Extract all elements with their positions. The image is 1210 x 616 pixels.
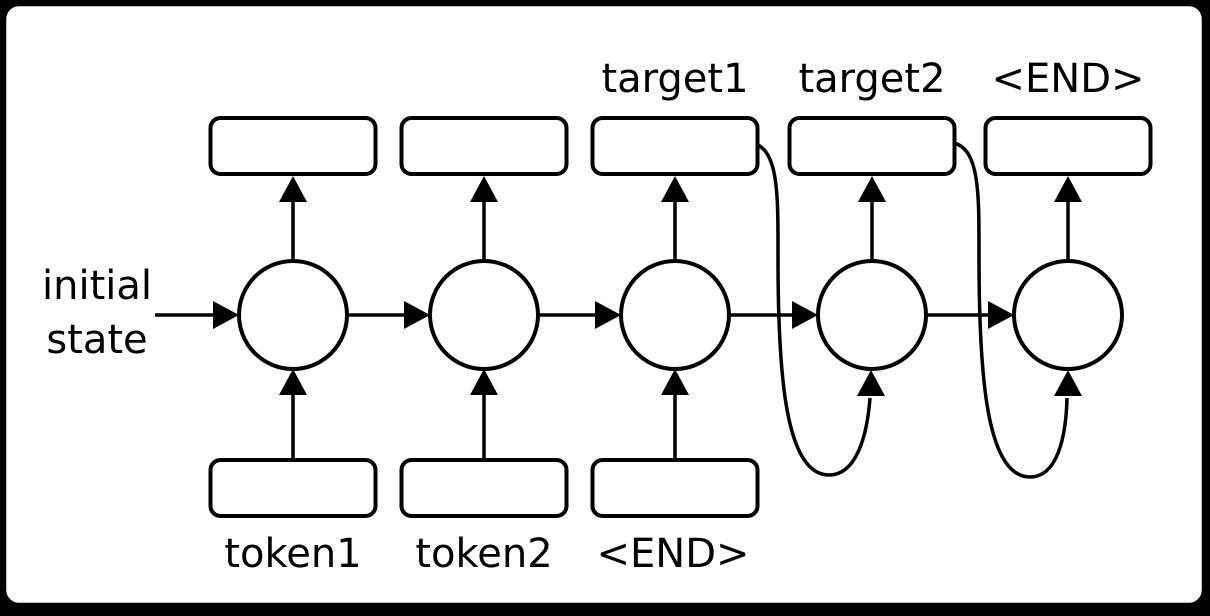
feedback-curve-output4-to-unit5 (953, 141, 1069, 479)
rnn-unit-5 (1012, 259, 1124, 371)
rnn-unit-2 (428, 259, 540, 371)
label-end-bottom: <END> (596, 531, 749, 577)
output-arrow-3-head (661, 176, 689, 202)
output-arrow-2-head (470, 176, 498, 202)
initial-state-label-line2: state (46, 317, 147, 363)
output-arrow-1-head (279, 176, 307, 202)
output-box-2 (399, 116, 569, 176)
rnn-unit-1 (237, 259, 349, 371)
label-token2: token2 (415, 531, 552, 577)
output-box-4 (787, 116, 957, 176)
output-box-3 (590, 116, 760, 176)
input-arrow-3-head (661, 369, 689, 395)
state-arrow-4-5-head (988, 301, 1014, 329)
rnn-unit-3 (619, 259, 731, 371)
label-target2: target2 (798, 56, 945, 102)
input-box-2 (399, 458, 569, 518)
feedback-arrowhead-unit4 (857, 370, 885, 396)
input-box-3 (590, 458, 760, 518)
state-arrow-2-3-head (595, 301, 621, 329)
rnn-unit-4 (816, 259, 928, 371)
input-arrow-1-head (279, 369, 307, 395)
initial-state-arrowhead (213, 301, 239, 329)
output-arrow-4-head (858, 176, 886, 202)
feedback-arrowhead-unit5 (1054, 370, 1082, 396)
state-arrow-3-4-head (792, 301, 818, 329)
label-target1: target1 (601, 56, 748, 102)
input-arrow-2-head (470, 369, 498, 395)
state-arrow-1-2-head (404, 301, 430, 329)
label-token1: token1 (224, 531, 361, 577)
label-end-top: <END> (991, 56, 1144, 102)
initial-state-label-line1: initial (42, 263, 152, 309)
input-box-1 (208, 458, 378, 518)
output-arrow-5-head (1054, 176, 1082, 202)
output-box-5 (983, 116, 1153, 176)
output-box-1 (208, 116, 378, 176)
feedback-curve-output3-to-unit4 (752, 141, 872, 477)
